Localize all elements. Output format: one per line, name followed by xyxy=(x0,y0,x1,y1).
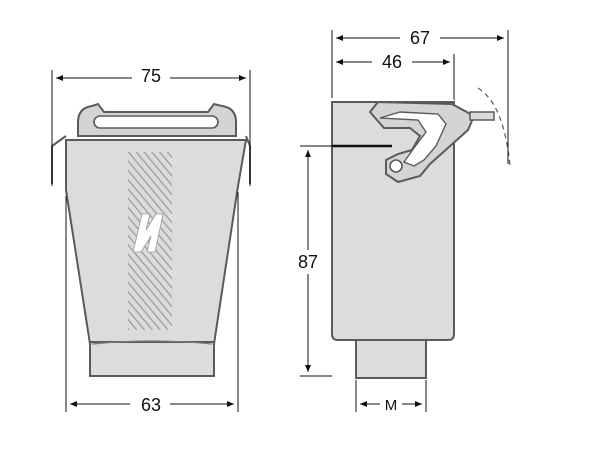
front-frame-right xyxy=(245,135,251,184)
dim-67: 67 xyxy=(331,26,509,164)
dim-m: M xyxy=(355,380,427,414)
dim-75: 75 xyxy=(51,64,251,186)
dim-label-63: 63 xyxy=(141,395,161,415)
side-cable-entry xyxy=(355,339,427,379)
dim-label-67: 67 xyxy=(410,28,430,48)
side-lever-inner xyxy=(379,111,447,167)
front-latch-slot xyxy=(93,115,219,129)
front-cable-entry xyxy=(89,341,215,377)
dim-label-m: M xyxy=(385,397,398,414)
dim-46: 46 xyxy=(336,50,455,100)
side-pivot-hole xyxy=(389,159,403,173)
dim-63: 63 xyxy=(65,192,239,415)
dim-label-46: 46 xyxy=(382,52,402,72)
side-latch-pin xyxy=(469,111,495,121)
side-cable-entry-group xyxy=(355,339,427,379)
front-view xyxy=(51,102,251,377)
dim-87: 87 xyxy=(288,145,332,377)
logo-mark xyxy=(132,213,164,253)
dim-label-75: 75 xyxy=(141,66,161,86)
side-swing-arc xyxy=(477,87,511,167)
side-view xyxy=(331,87,511,341)
front-frame-left xyxy=(51,135,67,184)
dim-label-87: 87 xyxy=(298,252,318,272)
front-entry-shade xyxy=(91,340,213,345)
